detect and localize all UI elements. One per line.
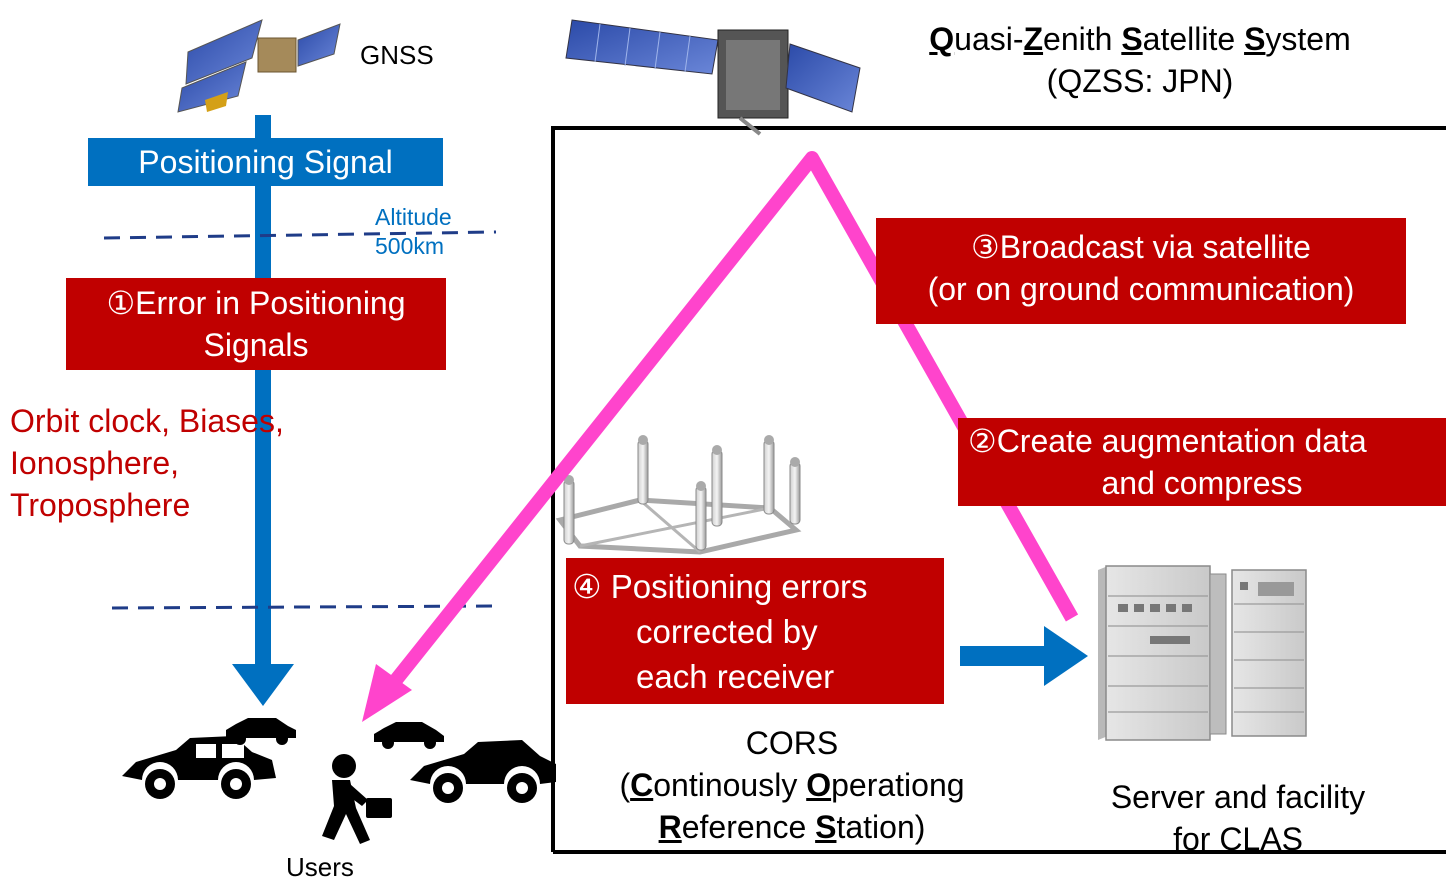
emphasized-initial: O	[806, 767, 832, 803]
broadcast-box-line2: (or on ground communication)	[927, 271, 1355, 307]
correct-box: ④ Positioning errors corrected by each r…	[566, 558, 944, 704]
cors-label: CORS (Continously Operationg Reference S…	[572, 722, 1012, 848]
text-run: eference	[681, 809, 816, 845]
emphasized-initial: Q	[929, 21, 955, 57]
emphasized-initial: S	[815, 809, 837, 845]
error-box-line2: Signals	[203, 327, 309, 363]
cors-to-server-arrow	[960, 626, 1088, 686]
text-run: atellite	[1142, 21, 1245, 57]
server-label-line2: for CLAS	[1173, 821, 1303, 857]
text-run: enith	[1043, 21, 1122, 57]
broadcast-box-line1: ③Broadcast via satellite	[971, 229, 1311, 265]
text-run: perationg	[831, 767, 965, 803]
users-label: Users	[286, 852, 354, 882]
positioning-signal-label: Positioning Signal	[138, 144, 393, 180]
augment-box: ②Create augmentation data and compress	[958, 418, 1446, 506]
error-source-item: Troposphere	[10, 487, 191, 523]
emphasized-initial: R	[658, 809, 682, 845]
correct-box-line1: ④ Positioning errors	[572, 568, 868, 605]
error-source-item: Ionosphere,	[10, 445, 180, 481]
cors-antenna-icon	[555, 435, 802, 555]
server-label-line1: Server and facility	[1110, 779, 1366, 815]
correct-box-line3: each receiver	[636, 658, 835, 695]
emphasized-initial: C	[630, 767, 654, 803]
system-frame	[551, 126, 1446, 854]
augment-box-line2: and compress	[1101, 465, 1303, 501]
altitude-line-top	[103, 230, 497, 240]
positioning-signal-banner: Positioning Signal	[88, 138, 443, 186]
broadcast-box: ③Broadcast via satellite (or on ground c…	[876, 218, 1406, 324]
error-box-line1: ①Error in Positioning	[106, 285, 406, 321]
altitude-label-line2: 500km	[375, 233, 445, 259]
altitude-label-line1: Altitude	[375, 204, 452, 230]
augment-box-line1: ②Create augmentation data	[968, 423, 1367, 459]
car-icon-large-right	[410, 740, 556, 803]
altitude-line-bottom	[111, 604, 501, 610]
error-sources: Orbit clock, Biases, Ionosphere, Troposp…	[10, 400, 284, 526]
text-run: uasi-	[954, 21, 1024, 57]
cors-label-line2: (Continously Operationg	[572, 764, 1012, 806]
emphasized-initial: S	[1244, 21, 1266, 57]
gnss-satellite-icon	[177, 19, 341, 113]
qzss-title-line2: (QZSS: JPN)	[1046, 63, 1234, 99]
car-icon-small-right	[374, 722, 444, 749]
server-label: Server and facility for CLAS	[1058, 776, 1418, 860]
emphasized-initial: Z	[1023, 21, 1044, 57]
error-box: ①Error in Positioning Signals	[66, 278, 446, 370]
text-run: ontinously	[653, 767, 807, 803]
emphasized-initial: S	[1121, 21, 1143, 57]
gnss-label: GNSS	[360, 40, 434, 70]
car-icon-large-left	[122, 736, 276, 799]
qzss-title: Quasi-Zenith Satellite System (QZSS: JPN…	[880, 18, 1400, 102]
server-icon	[1098, 565, 1307, 741]
altitude-label: Altitude 500km	[375, 203, 452, 261]
error-source-item: Orbit clock, Biases,	[10, 403, 284, 439]
cors-label-line3: Reference Station)	[572, 806, 1012, 848]
correct-box-line2: corrected by	[636, 613, 818, 650]
text-run: (	[619, 767, 631, 803]
car-icon-small-center	[226, 718, 296, 745]
qzss-title-line1: Quasi-Zenith Satellite System	[880, 18, 1400, 60]
qzss-satellite-icon	[565, 19, 861, 136]
text-run: tation)	[836, 809, 926, 845]
cors-label-line1: CORS	[745, 725, 839, 761]
text-run: ystem	[1265, 21, 1351, 57]
pedestrian-icon	[322, 754, 392, 844]
